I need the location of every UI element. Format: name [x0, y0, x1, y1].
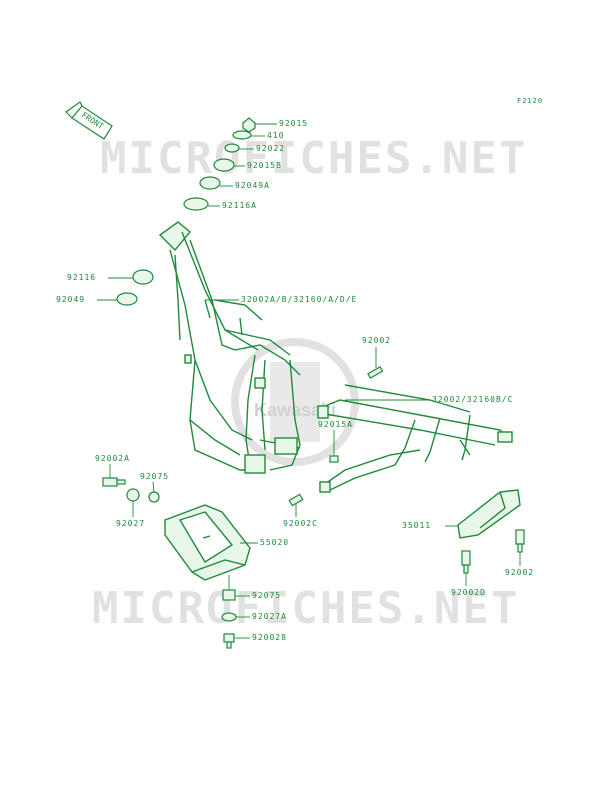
part-label-92002a: 92002A: [95, 454, 130, 463]
part-label-92027: 92027: [116, 519, 146, 528]
watermark-logo: Kawasaki: [231, 338, 359, 466]
part-label-92116a: 92116A: [222, 201, 257, 210]
part-label-92002-right: 92002: [505, 568, 535, 577]
part-label-32002a: 32002A/B/32160/A/D/E: [241, 295, 358, 304]
part-label-92022: 92022: [256, 144, 286, 153]
part-label-92049: 92049: [56, 295, 86, 304]
leader-lines: [97, 123, 521, 639]
diagram-reference: F2120: [517, 97, 544, 105]
part-label-92002-top: 92002: [362, 336, 392, 345]
part-label-92015b: 92015B: [247, 161, 282, 170]
part-label-35011: 35011: [402, 521, 432, 530]
part-label-410: 410: [267, 131, 285, 140]
part-label-32002-rear: 32002/32160B/C: [432, 395, 514, 404]
chain-guard: [457, 489, 521, 539]
part-label-92002d: 92002D: [451, 588, 486, 597]
part-label-92002c: 92002C: [283, 519, 318, 528]
part-label-92116: 92116: [67, 273, 97, 282]
part-label-92049a: 92049A: [235, 181, 270, 190]
part-label-55020: 55020: [260, 538, 290, 547]
watermark-bottom: MICROFICHES.NET: [92, 583, 520, 634]
part-label-92015a: 92015A: [318, 420, 353, 429]
part-label-92075-upper: 92075: [140, 472, 170, 481]
watermark-logo-text: Kawasaki: [254, 400, 336, 420]
bolts: [102, 365, 525, 649]
skid-plate: [164, 504, 251, 581]
part-label-92015: 92015: [279, 119, 309, 128]
watermark-top: MICROFICHES.NET: [100, 133, 528, 184]
part-label-92027a: 92027A: [252, 612, 287, 621]
steering-head-parts: [116, 117, 256, 306]
front-arrow: FRONT: [65, 101, 113, 140]
rear-frame: [317, 384, 513, 493]
part-label-920028: 920028: [252, 633, 287, 642]
main-frame: [158, 221, 301, 474]
part-label-92075-lower: 92075: [252, 591, 282, 600]
